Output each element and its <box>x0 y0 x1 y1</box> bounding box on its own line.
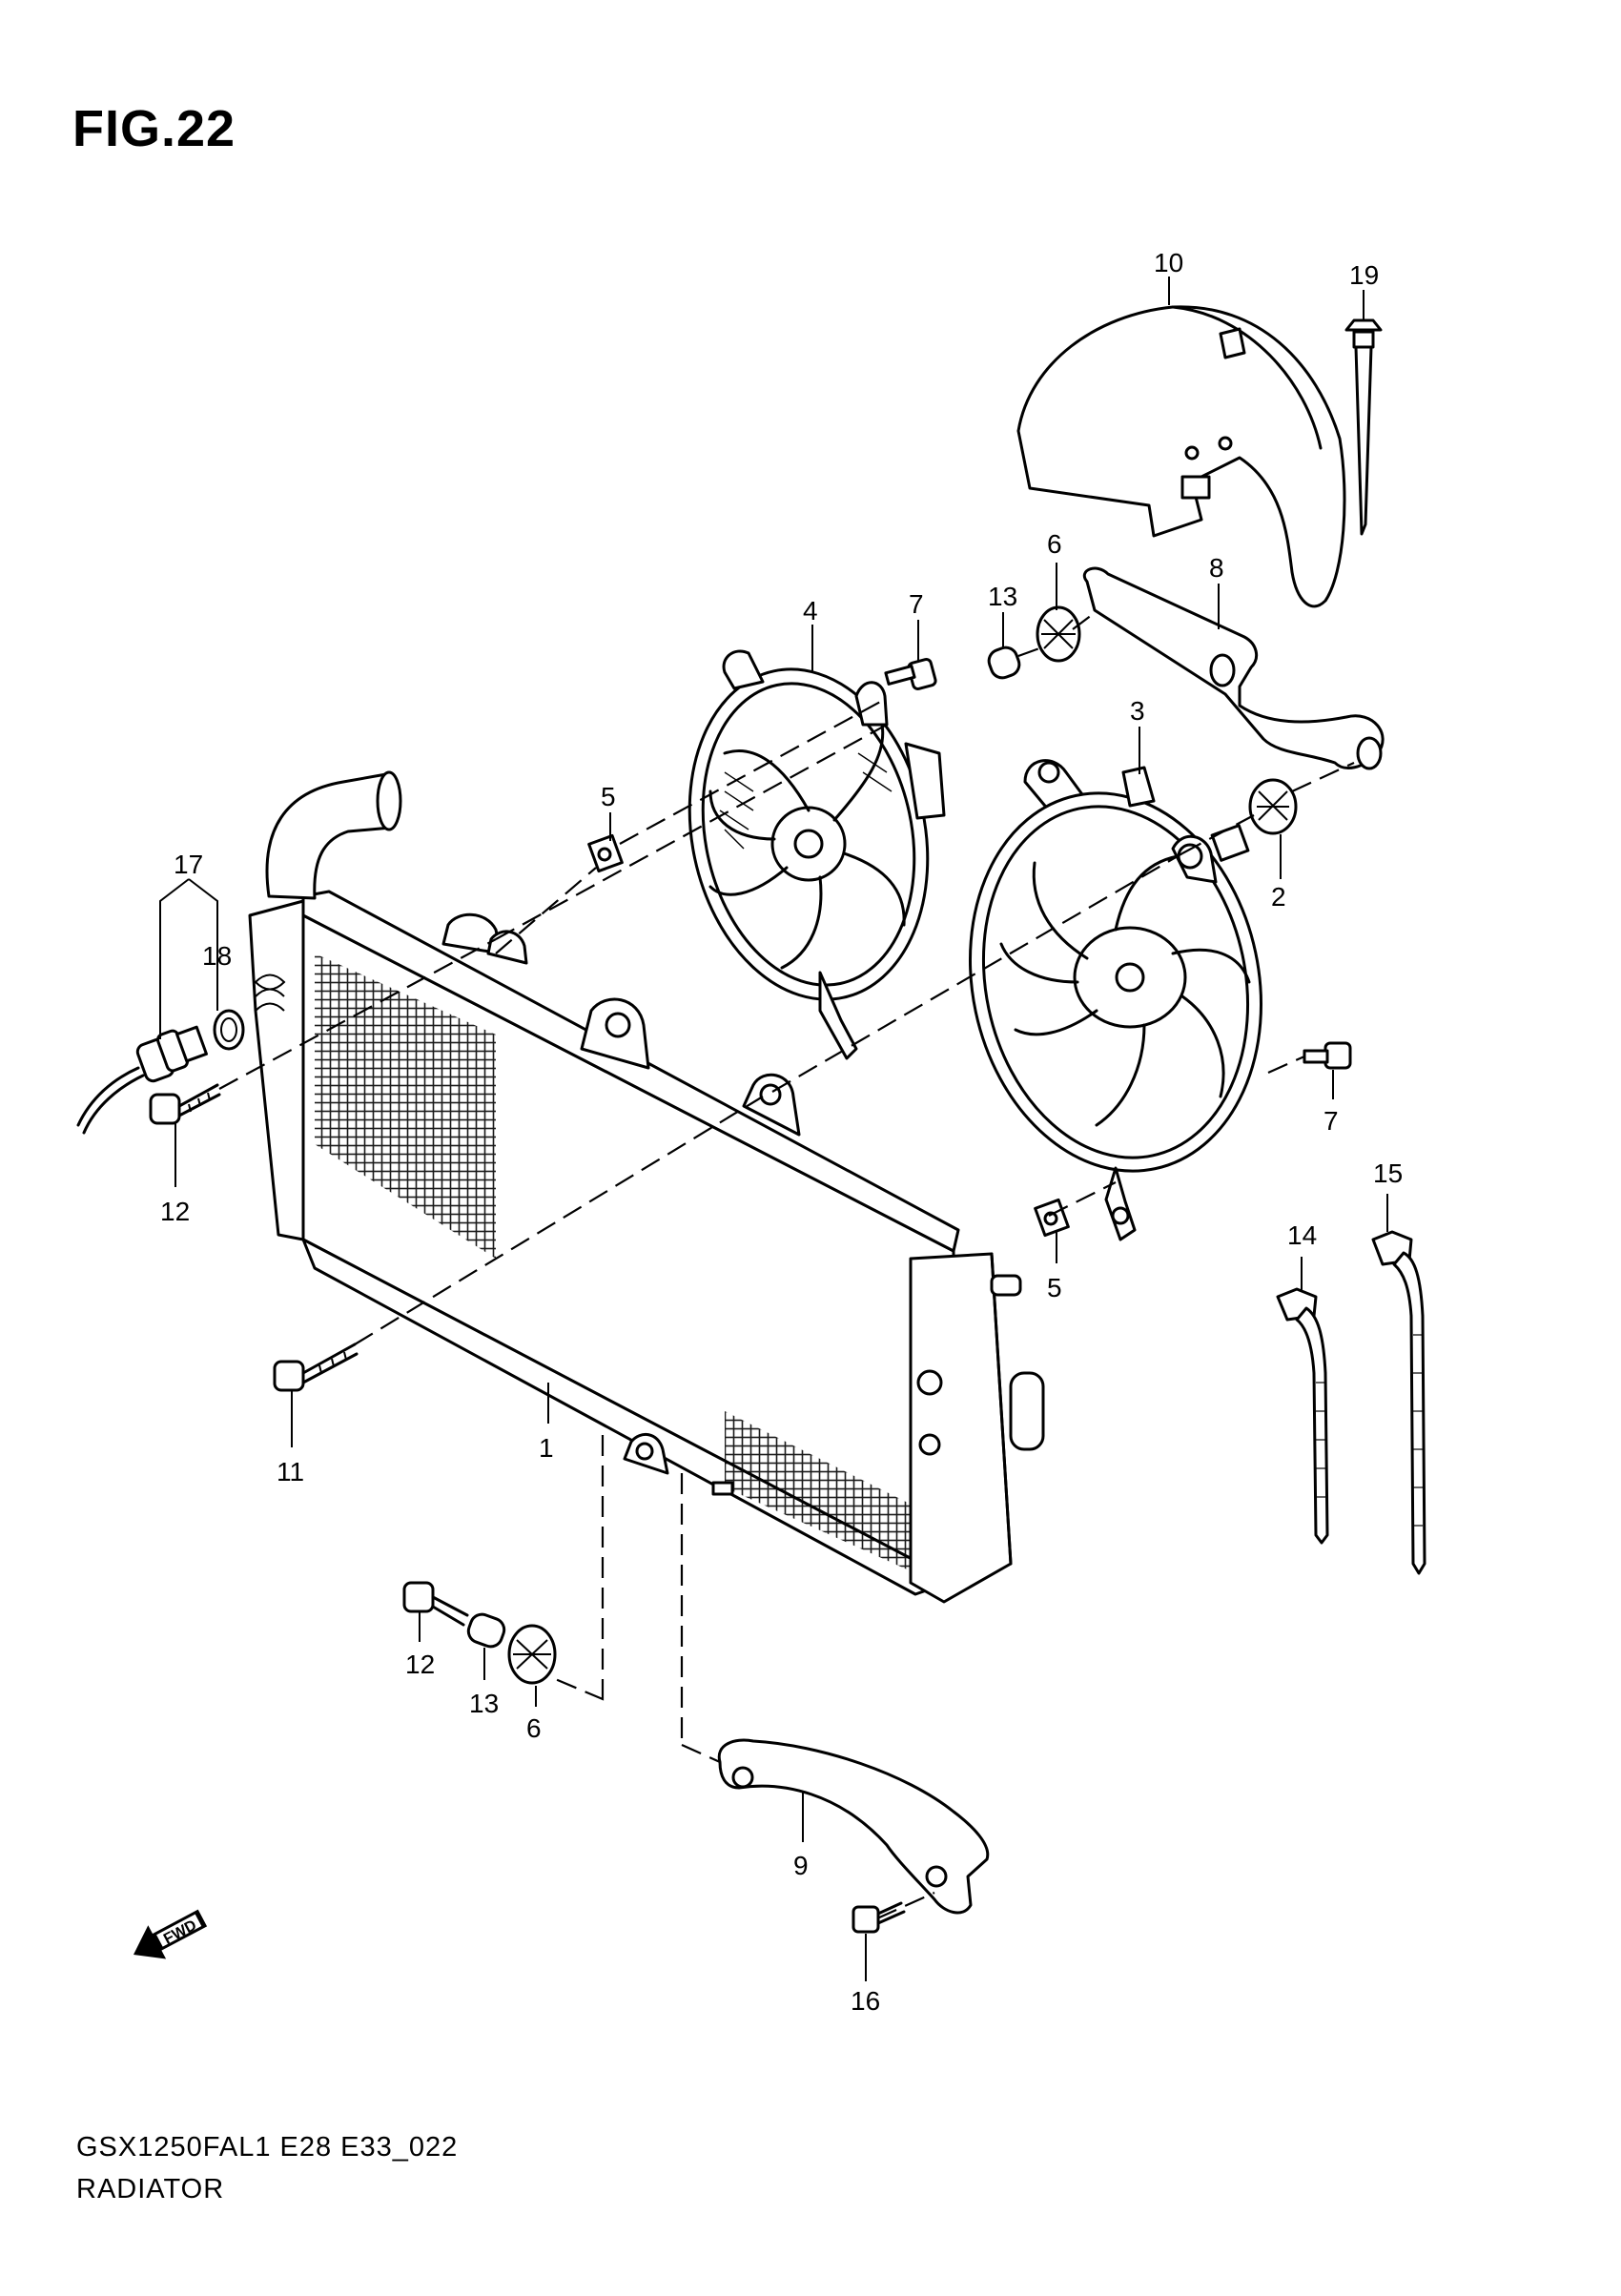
cable-tie-14 <box>1276 1287 1329 1545</box>
callout-13b: 13 <box>469 1689 499 1718</box>
callout-7a: 7 <box>909 589 924 619</box>
callout-12b: 12 <box>405 1650 435 1679</box>
cooling-fan-3 <box>968 759 1263 1241</box>
bolt-12-lower <box>402 1581 469 1627</box>
callout-5b: 5 <box>1047 1273 1062 1302</box>
forward-direction-arrow: FWD <box>133 1909 208 1959</box>
callout-15: 15 <box>1373 1158 1403 1188</box>
callout-2: 2 <box>1271 882 1286 912</box>
grommet-6-lower <box>507 1624 557 1685</box>
callout-9: 9 <box>793 1851 809 1880</box>
bolt-16 <box>852 1901 906 1934</box>
radiator-core <box>248 770 1045 1604</box>
clamp-tie-19 <box>1344 318 1383 536</box>
callout-7b: 7 <box>1323 1106 1339 1136</box>
callout-19: 19 <box>1349 260 1379 290</box>
model-code: GSX1250FAL1 E28 E33_022 <box>76 2132 459 2163</box>
bolt-7-upper <box>884 657 937 691</box>
bolt-7-lower <box>1303 1041 1352 1070</box>
clip-nut-5-upper <box>587 833 624 873</box>
bracket-9 <box>717 1738 990 1915</box>
callout-leaders <box>159 277 1388 1981</box>
cable-tie-15 <box>1371 1230 1426 1575</box>
radiator-filler-coil <box>254 974 286 1012</box>
grommet-2 <box>1248 778 1298 835</box>
bracket-8 <box>1083 566 1385 770</box>
bolt-12-left <box>149 1083 221 1125</box>
callout-6b: 6 <box>526 1713 542 1743</box>
callout-6a: 6 <box>1047 529 1062 559</box>
part-group-name: RADIATOR <box>76 2174 225 2204</box>
callout-3: 3 <box>1130 696 1145 726</box>
fan-cover-10 <box>1016 305 1346 608</box>
callout-14: 14 <box>1287 1220 1317 1250</box>
callout-8: 8 <box>1209 553 1224 583</box>
o-ring-18 <box>213 1009 245 1051</box>
thermo-switch-17 <box>76 1025 208 1135</box>
clip-nut-5-lower <box>1034 1198 1070 1238</box>
callout-labels: 1 2 3 4 5 5 6 6 7 7 8 9 10 11 12 12 13 1… <box>160 248 1403 2016</box>
callout-1: 1 <box>539 1433 554 1463</box>
callout-16: 16 <box>851 1986 880 2016</box>
callout-11: 11 <box>277 1457 304 1486</box>
collar-13-upper <box>987 646 1021 680</box>
callout-12a: 12 <box>160 1197 190 1226</box>
callout-17: 17 <box>174 850 203 879</box>
callout-10: 10 <box>1154 248 1183 277</box>
assembly-guide-lines <box>218 614 1355 1920</box>
cooling-fan-4 <box>687 649 946 1060</box>
callout-18: 18 <box>202 941 232 971</box>
grommet-6-upper <box>1036 605 1081 663</box>
figure-title: FIG.22 <box>72 100 236 157</box>
callout-13a: 13 <box>988 582 1017 611</box>
collar-13-lower <box>466 1612 506 1649</box>
callout-4: 4 <box>803 596 818 625</box>
bolt-11 <box>273 1343 359 1392</box>
callout-5a: 5 <box>601 782 616 811</box>
